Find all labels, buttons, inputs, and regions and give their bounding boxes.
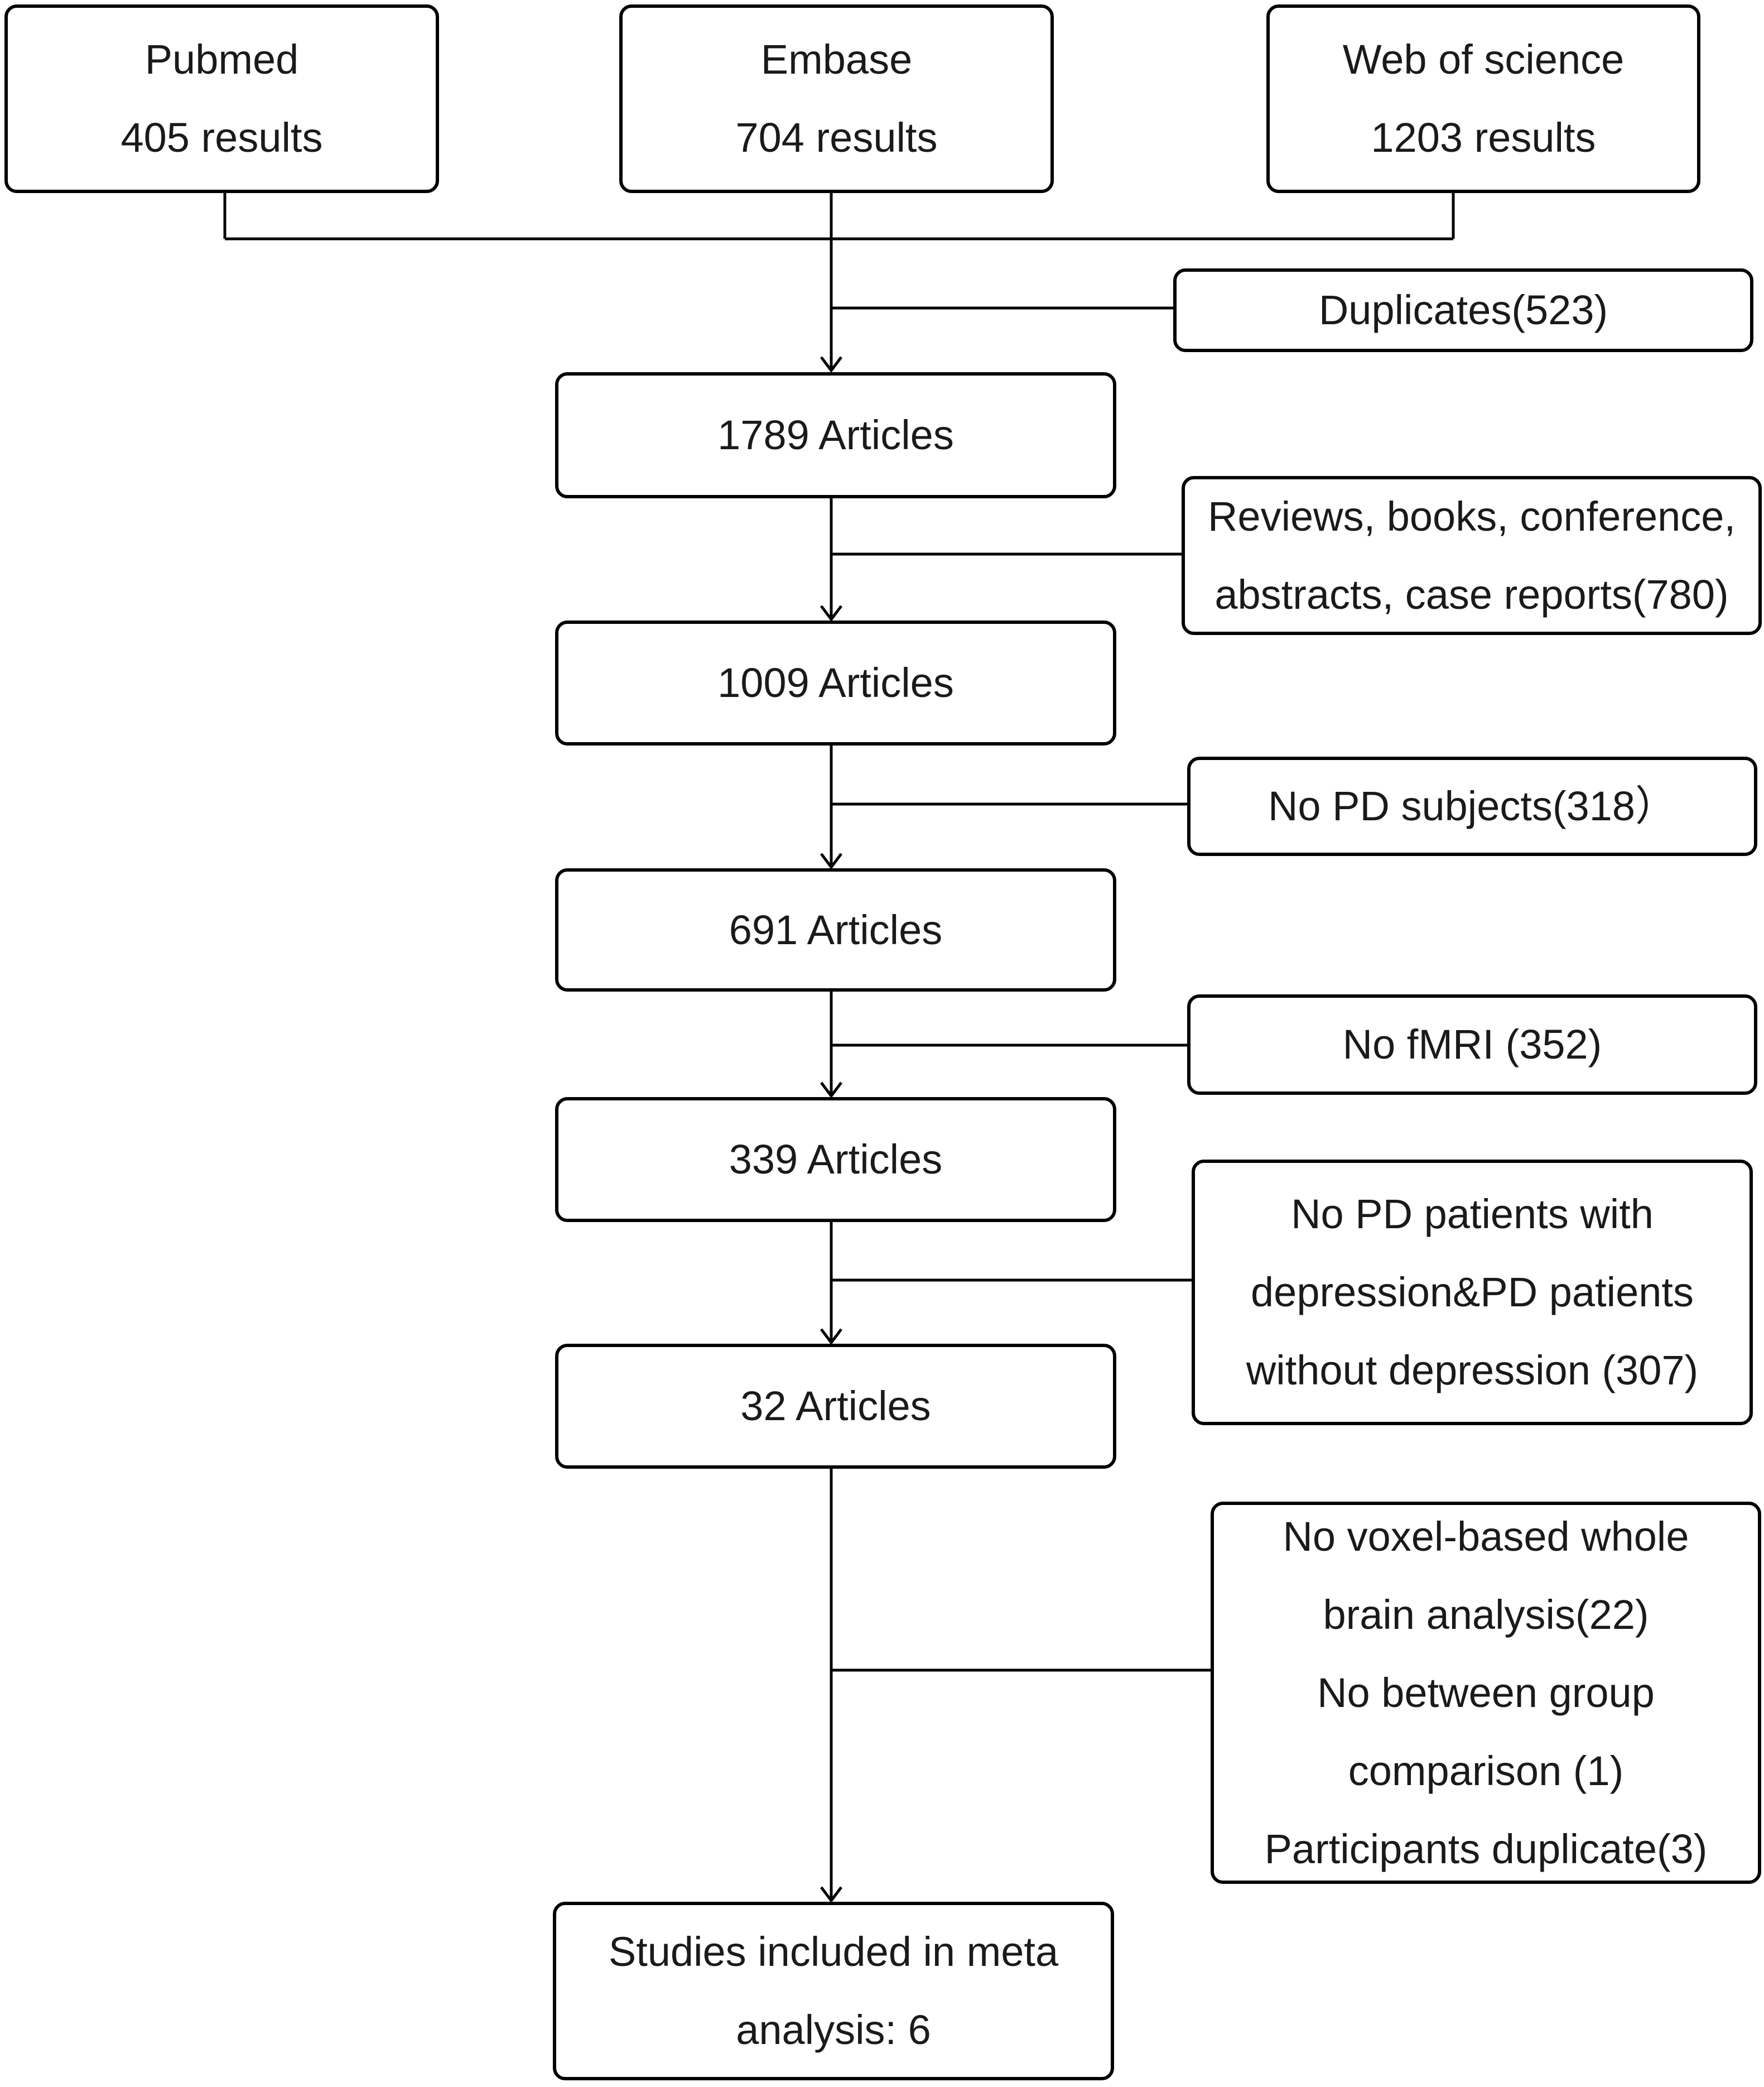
exclusion-no-pd-depression-box: No PD patients with depression&PD patien… (1192, 1160, 1753, 1425)
source-box-embase: Embase 704 results (619, 4, 1054, 193)
exclusion-duplicates-box: Duplicates(523) (1173, 268, 1753, 352)
exclusion-text: depression&PD patients (1251, 1269, 1694, 1315)
exclusion-text: No PD patients with (1291, 1191, 1654, 1237)
exclusion-text: Duplicates(523) (1318, 287, 1608, 333)
arrowhead-32 (820, 1328, 842, 1345)
exclusion-text: comparison (1) (1348, 1747, 1624, 1794)
exclusion-no-fmri-box: No fMRI (352) (1187, 994, 1757, 1095)
source-name: Embase (760, 36, 913, 83)
exclusion-text: No PD subjects(318） (1267, 783, 1677, 829)
exclusion-text: Reviews, books, conference, (1207, 493, 1736, 540)
stage-text: 1789 Articles (717, 412, 954, 458)
exclusion-final-box: No voxel-based whole brain analysis(22) … (1211, 1502, 1761, 1884)
exclusion-text: abstracts, case reports(780) (1214, 571, 1729, 618)
arrowhead-1009 (820, 605, 842, 622)
stage-box-339: 339 Articles (555, 1097, 1116, 1222)
exclusion-no-pd-subjects-box: No PD subjects(318） (1187, 757, 1757, 856)
arrowhead-final (820, 1886, 842, 1903)
final-text: analysis: 6 (736, 2007, 931, 2053)
exclusion-text: brain analysis(22) (1323, 1591, 1649, 1638)
exclusion-text: No fMRI (352) (1342, 1021, 1602, 1067)
source-box-web-of-science: Web of science 1203 results (1266, 4, 1700, 193)
stage-box-1009: 1009 Articles (555, 621, 1116, 746)
stage-text: 32 Articles (740, 1383, 931, 1429)
source-count: 405 results (121, 114, 323, 161)
stage-text: 1009 Articles (717, 660, 954, 706)
source-box-pubmed: Pubmed 405 results (4, 4, 439, 193)
final-included-box: Studies included in meta analysis: 6 (553, 1902, 1114, 2080)
stage-box-1789: 1789 Articles (555, 372, 1116, 498)
stage-box-691: 691 Articles (555, 868, 1116, 992)
exclusion-text: No voxel-based whole (1283, 1513, 1689, 1560)
exclusion-text: No between group (1317, 1669, 1655, 1716)
exclusion-text: Participants duplicate(3) (1264, 1825, 1708, 1872)
stage-text: 691 Articles (729, 906, 943, 953)
source-count: 1203 results (1371, 114, 1596, 161)
exclusion-reviews-box: Reviews, books, conference, abstracts, c… (1182, 476, 1762, 635)
source-name: Web of science (1342, 36, 1625, 83)
final-text: Studies included in meta (608, 1929, 1059, 1975)
stage-box-32: 32 Articles (555, 1344, 1116, 1469)
arrowhead-691 (820, 853, 842, 870)
exclusion-text: without depression (307) (1246, 1347, 1699, 1393)
arrowhead-1789 (820, 356, 842, 373)
arrowhead-339 (820, 1081, 842, 1099)
stage-text: 339 Articles (729, 1136, 943, 1182)
source-count: 704 results (735, 114, 938, 161)
source-name: Pubmed (144, 36, 299, 83)
